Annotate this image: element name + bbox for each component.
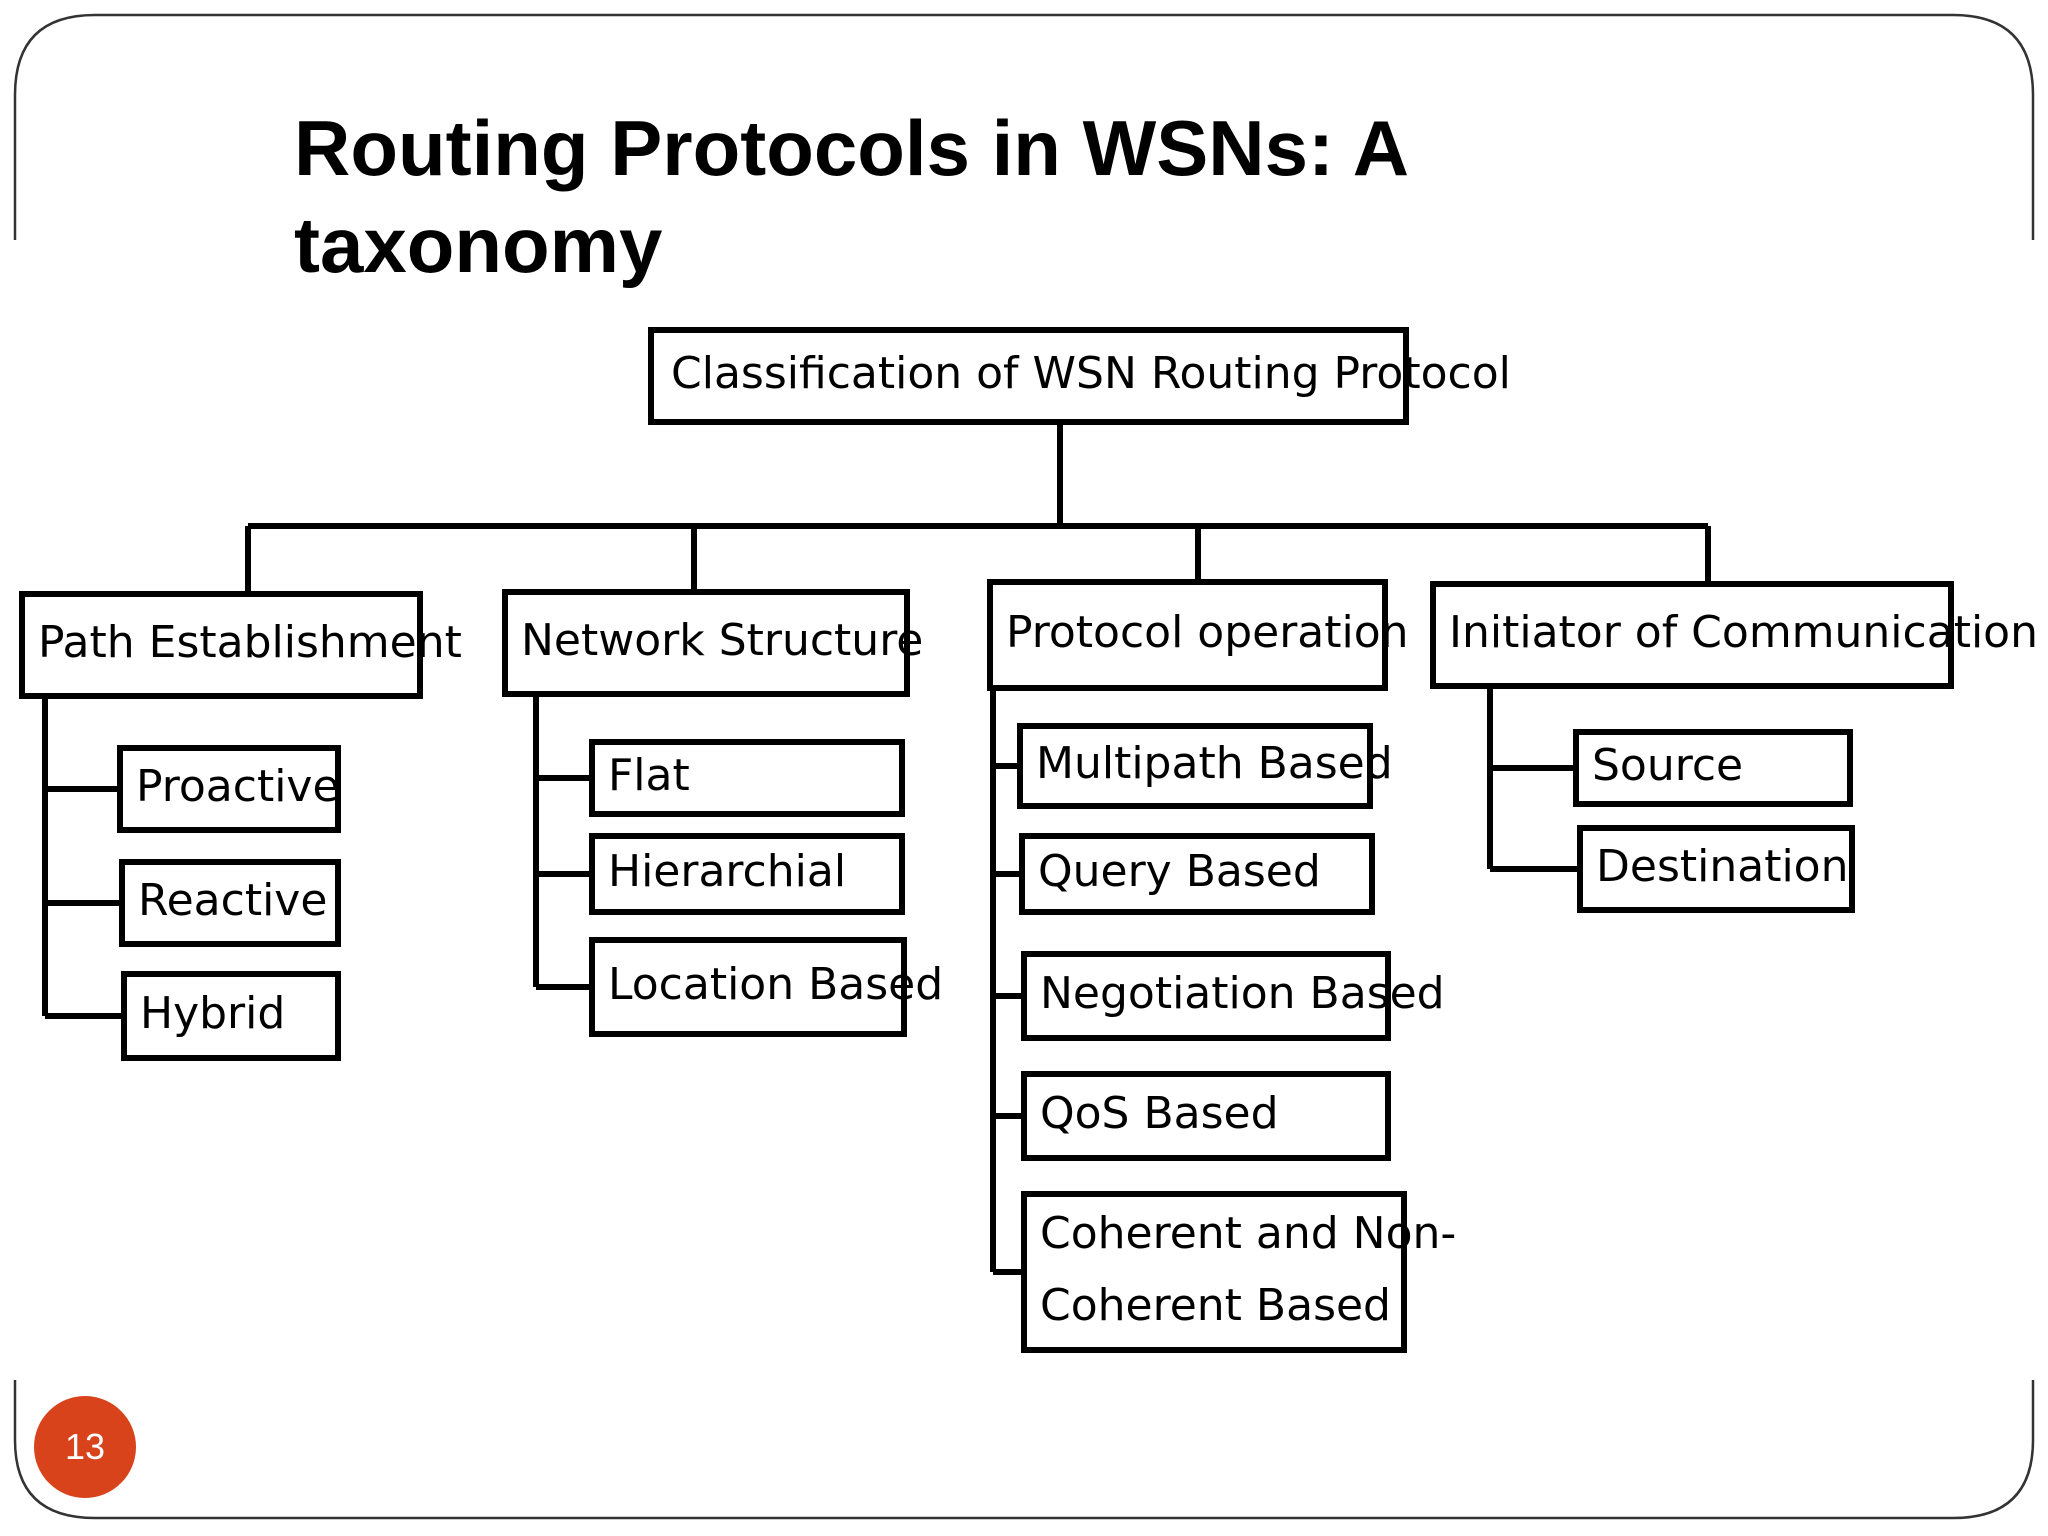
category-path-establishment-label: Path Establishment bbox=[38, 617, 462, 668]
node-proactive-label: Proactive bbox=[136, 761, 340, 812]
node-hybrid-label: Hybrid bbox=[140, 988, 285, 1039]
node-hierarchial-border bbox=[589, 833, 905, 915]
node-multipath-based: Multipath Based bbox=[1017, 723, 1393, 809]
node-location-based-label: Location Based bbox=[608, 959, 943, 1010]
node-location-based-border bbox=[589, 937, 907, 1037]
root-box-label: Classification of WSN Routing Protocol bbox=[671, 348, 1511, 399]
node-coherent-and-non-coherent-based-label: Coherent Based bbox=[1040, 1280, 1391, 1331]
node-flat-border bbox=[589, 739, 905, 817]
node-negotiation-based: Negotiation Based bbox=[1021, 951, 1445, 1041]
node-source: Source bbox=[1573, 729, 1853, 807]
category-network-structure-label: Network Structure bbox=[521, 615, 923, 666]
node-source-label: Source bbox=[1592, 740, 1743, 791]
node-hybrid-border bbox=[121, 971, 341, 1061]
node-location-based: Location Based bbox=[589, 937, 943, 1037]
category-protocol-operation-border bbox=[987, 579, 1388, 691]
node-flat-label: Flat bbox=[608, 750, 690, 801]
node-query-based-border bbox=[1019, 833, 1375, 915]
node-destination-label: Destination bbox=[1596, 841, 1848, 892]
node-hybrid: Hybrid bbox=[121, 971, 341, 1061]
node-hierarchial-label: Hierarchial bbox=[608, 846, 846, 897]
node-reactive-label: Reactive bbox=[138, 875, 327, 926]
node-query-based: Query Based bbox=[1019, 833, 1375, 915]
page-number-badge: 13 bbox=[34, 1396, 136, 1498]
node-hierarchial: Hierarchial bbox=[589, 833, 905, 915]
node-proactive-border bbox=[117, 745, 341, 833]
category-network-structure-border bbox=[502, 589, 910, 697]
root-box: Classification of WSN Routing Protocol bbox=[648, 327, 1511, 425]
category-initiator-of-communication: Initiator of Communication bbox=[1430, 581, 2038, 689]
category-protocol-operation: Protocol operation bbox=[987, 579, 1409, 691]
node-destination: Destination bbox=[1577, 825, 1855, 913]
node-reactive: Reactive bbox=[119, 859, 341, 947]
node-qos-based-border bbox=[1021, 1071, 1391, 1161]
node-qos-based: QoS Based bbox=[1021, 1071, 1391, 1161]
root-box-border bbox=[648, 327, 1409, 425]
node-coherent-and-non-coherent-based: Coherent and Non- Coherent Based bbox=[1021, 1191, 1456, 1353]
node-source-border bbox=[1573, 729, 1853, 807]
node-reactive-border bbox=[119, 859, 341, 947]
category-initiator-of-communication-label: Initiator of Communication bbox=[1449, 607, 2038, 658]
node-multipath-based-label: Multipath Based bbox=[1036, 738, 1393, 789]
category-protocol-operation-label: Protocol operation bbox=[1006, 607, 1409, 658]
node-flat: Flat bbox=[589, 739, 905, 817]
node-negotiation-based-border bbox=[1021, 951, 1391, 1041]
node-qos-based-label: QoS Based bbox=[1040, 1088, 1279, 1139]
page-number: 13 bbox=[64, 1426, 106, 1467]
node-query-based-label: Query Based bbox=[1038, 846, 1321, 897]
category-network-structure: Network Structure bbox=[502, 589, 923, 697]
node-destination-border bbox=[1577, 825, 1855, 913]
node-coherent-and-non-coherent-based-border bbox=[1021, 1191, 1407, 1353]
node-negotiation-based-label: Negotiation Based bbox=[1040, 968, 1445, 1019]
node-multipath-based-border bbox=[1017, 723, 1373, 809]
node-proactive: Proactive bbox=[117, 745, 341, 833]
category-path-establishment: Path Establishment bbox=[19, 591, 462, 699]
category-initiator-of-communication-border bbox=[1430, 581, 1954, 689]
slide-title: Routing Protocols in WSNs: A taxonomy bbox=[294, 104, 1407, 289]
node-coherent-and-non-coherent-based-label: Coherent and Non- bbox=[1040, 1208, 1456, 1259]
category-path-establishment-border bbox=[19, 591, 423, 699]
